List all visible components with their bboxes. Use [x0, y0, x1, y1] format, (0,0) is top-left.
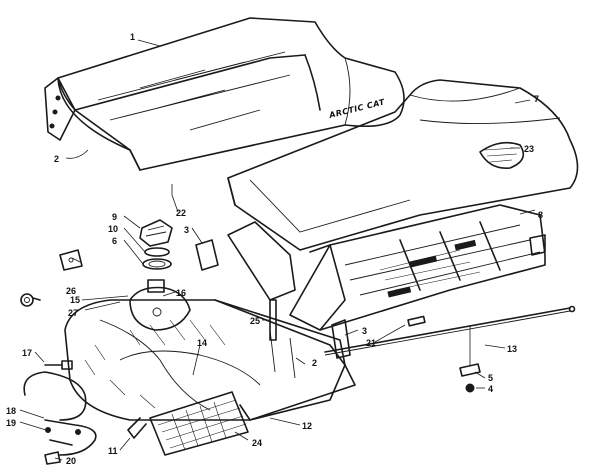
- leader-lines: [19, 39, 536, 461]
- callout-3-right: 3: [362, 326, 367, 336]
- callout-15: 15: [70, 295, 80, 305]
- seat-logo: ARCTIC CAT: [327, 97, 386, 120]
- callout-13: 13: [507, 344, 517, 354]
- belly-pan: [64, 299, 356, 421]
- fuel-cap-assembly: [139, 219, 173, 270]
- callout-labels: 1 2 2 3 3 4 5 6 7 8 9 10 11 12 13 14 15 …: [6, 32, 543, 466]
- callout-17: 17: [22, 348, 32, 358]
- callout-20: 20: [66, 456, 76, 466]
- callout-12: 12: [302, 421, 312, 431]
- callout-16: 16: [176, 288, 186, 298]
- callout-2-top: 2: [54, 154, 59, 164]
- callout-8: 8: [538, 210, 543, 220]
- fuel-tank: [129, 279, 191, 331]
- pad-left: [195, 239, 219, 271]
- callout-19: 19: [6, 418, 16, 428]
- seat-cushion: ARCTIC CAT: [44, 17, 405, 171]
- callout-2-bottom: 2: [312, 358, 317, 368]
- clamp: [20, 293, 41, 307]
- callout-26: 26: [66, 286, 76, 296]
- callout-5: 5: [488, 373, 493, 383]
- callout-23: 23: [524, 144, 534, 154]
- callout-10: 10: [108, 224, 118, 234]
- callout-24: 24: [252, 438, 262, 448]
- callout-11: 11: [108, 446, 118, 456]
- callout-18: 18: [6, 406, 16, 416]
- rod-and-fasteners: [324, 305, 576, 393]
- callout-14: 14: [197, 338, 207, 348]
- callout-3-left: 3: [184, 225, 189, 235]
- callout-21: 21: [366, 338, 376, 348]
- callout-7: 7: [534, 94, 539, 104]
- fuel-line: [23, 360, 97, 465]
- callout-9: 9: [112, 212, 117, 222]
- hood-panel: [227, 79, 579, 251]
- callout-4: 4: [488, 384, 493, 394]
- clip: [127, 417, 147, 439]
- callout-6: 6: [112, 236, 117, 246]
- floor-mat: [149, 391, 249, 456]
- callout-25: 25: [250, 316, 260, 326]
- plate: [59, 249, 83, 271]
- bracket-right: [269, 299, 426, 359]
- chassis-tunnel: [227, 204, 546, 331]
- callout-27: 27: [68, 308, 78, 318]
- callout-22: 22: [176, 208, 186, 218]
- callout-1: 1: [130, 32, 135, 42]
